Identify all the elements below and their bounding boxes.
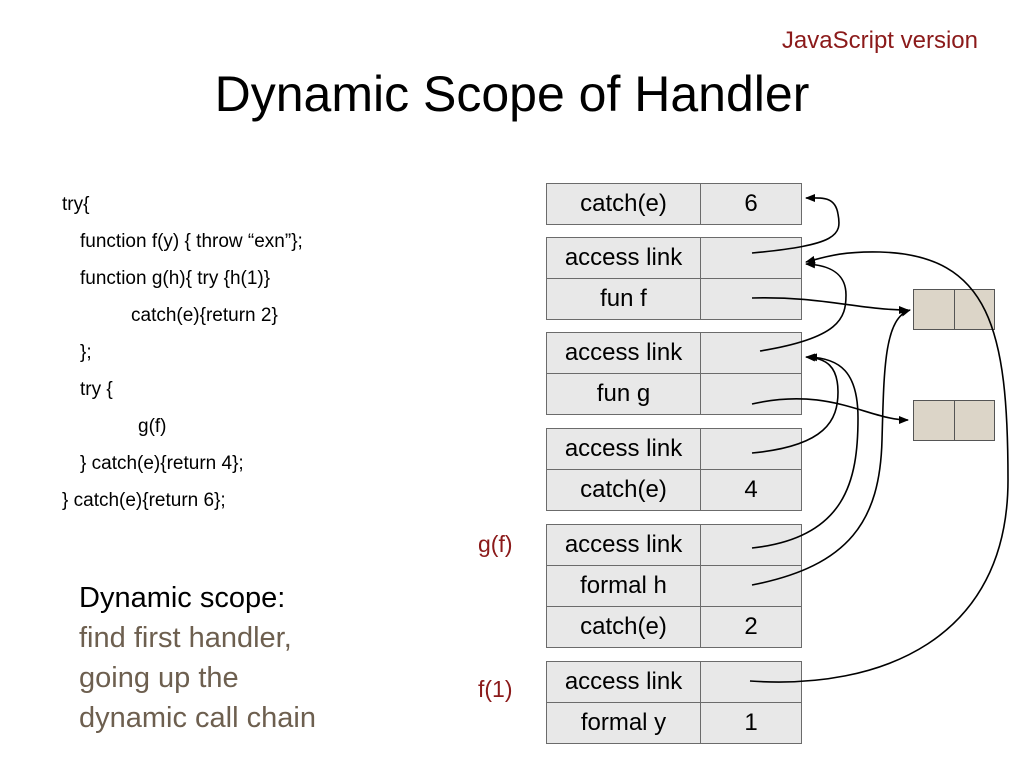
summary-line: going up the: [79, 662, 239, 694]
arrow-access-link: [751, 353, 859, 549]
frame-decls-g: access link fun g: [546, 332, 802, 415]
frame-row: access link: [547, 662, 801, 702]
code-line: catch(e){return 2}: [131, 305, 278, 326]
frame-row: fun g: [547, 373, 801, 414]
frame-row: formal y 1: [547, 702, 801, 743]
summary-line: dynamic call chain: [79, 702, 316, 734]
summary-text: Dynamic scope: find first handler, going…: [79, 578, 316, 738]
frame-label-f-call: f(1): [478, 676, 513, 702]
summary-heading: Dynamic scope:: [79, 582, 286, 614]
frame-cell-key: formal h: [547, 566, 701, 606]
frame-cell-key: access link: [547, 238, 701, 278]
frame-row: fun f: [547, 278, 801, 319]
frame-row: access link: [547, 429, 801, 469]
code-line: try{: [62, 194, 90, 215]
arrow-access-link: [751, 193, 840, 254]
frame-row: formal h: [547, 565, 801, 606]
summary-line: find first handler,: [79, 622, 292, 654]
frame-cell-value: 4: [744, 476, 758, 503]
frame-cell-key: catch(e): [547, 470, 701, 510]
closure-env-part: [953, 290, 995, 329]
frame-call-g: access link formal h catch(e) 2: [546, 524, 802, 648]
frame-row: access link: [547, 238, 801, 278]
code-line: g(f): [138, 416, 167, 437]
frame-cell-key: catch(e): [547, 184, 701, 224]
frame-outer-handler: catch(e) 6: [546, 183, 802, 225]
frame-cell-key: formal y: [547, 703, 701, 743]
code-line: function g(h){ try {h(1)}: [80, 268, 271, 289]
closure-f: [913, 289, 995, 330]
closure-env-part: [953, 401, 995, 440]
frame-cell-key: access link: [547, 333, 701, 373]
frame-row: access link: [547, 525, 801, 565]
frame-cell-key: access link: [547, 525, 701, 565]
frame-cell-value: 1: [744, 709, 758, 736]
arrow-formal-h: [751, 308, 911, 586]
frame-decls-f: access link fun f: [546, 237, 802, 320]
frame-inner-handler: access link catch(e) 4: [546, 428, 802, 511]
frame-row: access link: [547, 333, 801, 373]
frame-call-f: access link formal y 1: [546, 661, 802, 744]
frame-cell-value: 6: [744, 190, 758, 217]
version-tag: JavaScript version: [781, 27, 978, 54]
frame-cell-key: access link: [547, 662, 701, 702]
arrow-fun-g: [751, 397, 909, 424]
frame-cell-value: 2: [744, 613, 758, 640]
frame-cell-key: fun g: [547, 374, 701, 414]
code-listing: try{ function f(y) { throw “exn”}; funct…: [62, 186, 303, 519]
code-line: try {: [80, 379, 113, 400]
code-line: function f(y) { throw “exn”};: [80, 231, 303, 252]
code-line: } catch(e){return 4};: [80, 453, 244, 474]
frame-cell-key: fun f: [547, 279, 701, 319]
frame-cell-key: catch(e): [547, 607, 701, 647]
arrow-fun-f: [751, 297, 909, 314]
arrow-access-link: [759, 260, 847, 352]
code-line: } catch(e){return 6};: [62, 490, 226, 511]
frame-label-g-call: g(f): [478, 531, 513, 557]
slide-title: Dynamic Scope of Handler: [214, 66, 810, 122]
frame-row: catch(e) 4: [547, 469, 801, 510]
arrow-access-link: [751, 353, 839, 454]
frame-row: catch(e) 2: [547, 606, 801, 647]
arrow-access-link: [749, 251, 1009, 683]
closure-g: [913, 400, 995, 441]
code-line: };: [80, 342, 92, 363]
frame-cell-key: access link: [547, 429, 701, 469]
frame-row: catch(e) 6: [547, 184, 801, 224]
